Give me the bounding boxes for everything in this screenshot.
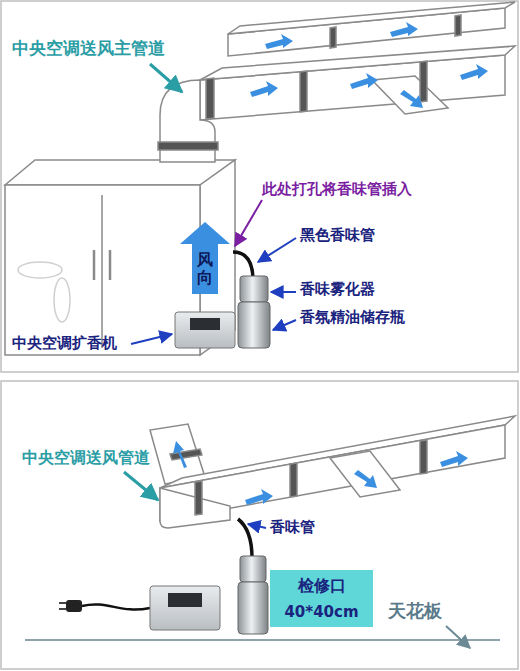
ceiling-line [25,639,500,641]
airflow-arrow [440,451,468,467]
power-cord [82,604,150,609]
airflow-arrow [173,441,187,468]
airflow-arrow [390,22,418,37]
duct-flange [195,481,202,515]
diffuser-machine [150,586,220,630]
callout-label: 香味管 [270,518,315,536]
fan-blade [54,278,70,322]
dimension-label: 40*40cm [282,603,361,621]
unit-front [5,185,200,355]
leader-arrow [124,472,158,500]
unit-top [5,160,235,185]
callout-label: 天花板 [388,600,442,622]
machine-display [190,318,220,330]
leader-arrow [446,626,470,648]
leader-arrow [248,524,266,528]
direction-label: 风向 [197,251,213,286]
plug-pin [59,602,66,604]
oil-bottle [238,582,268,634]
unit-handle [109,250,112,280]
leader-arrow [150,64,182,92]
callout-label: 香氛精油储存瓶 [300,308,405,326]
power-plug [66,600,82,612]
duct-flange [158,142,218,150]
duct-flange [300,71,307,112]
machine-display [168,593,202,607]
unit-door-line [101,195,103,348]
plug-pin [59,608,66,610]
leader-arrow [131,334,172,344]
leader-arrow [235,200,262,246]
duct-flange [206,78,214,119]
leader-arrow [273,320,296,330]
duct-branch [372,76,448,114]
leader-arrow [258,238,296,262]
airflow-arrow [354,470,377,488]
atomizer [240,556,266,582]
duct-flange [420,61,427,102]
airflow-arrow [250,22,488,108]
airflow-arrow [250,81,278,97]
duct-top [200,46,515,80]
scent-tube [233,252,253,278]
ac-unit [5,160,235,355]
duct-flange [330,27,336,48]
duct-flange [455,15,461,36]
callout-label: 黑色香味管 [300,226,375,244]
supply-duct [150,416,515,528]
leader-arrow [271,291,296,293]
callout-label: 此处打孔将香味管插入 [262,180,412,198]
airflow-arrow [265,34,293,49]
airflow-arrow: 风向 [180,222,230,294]
panel-frame [1,381,518,669]
unit-handle [93,250,96,280]
access-hatch-box: 检修口 40*40cm [270,570,373,627]
airflow-arrow [350,73,378,89]
duct-branch-top [228,2,515,34]
airflow-arrow [400,90,423,108]
diffuser-machine [175,312,235,348]
callout-label: 中央空调送风管道 [22,448,150,467]
airflow-arrow [460,64,488,80]
arrow-shape [180,222,230,294]
oil-bottle [238,302,270,348]
atomizer [240,276,268,302]
callout-label: 中央空调送风主管道 [12,38,165,58]
airflow-arrow [245,489,273,505]
duct-flange [420,440,427,474]
box-title: 检修口 [282,576,361,597]
airflow-arrow [173,441,468,505]
callout-label: 中央空调扩香机 [12,334,117,352]
duct-flange [290,463,297,497]
fan-blade [18,262,62,278]
duct-branch [330,451,400,497]
panel-frame [1,1,518,372]
callout-label: 香味雾化器 [300,280,375,298]
main-duct [158,2,515,162]
